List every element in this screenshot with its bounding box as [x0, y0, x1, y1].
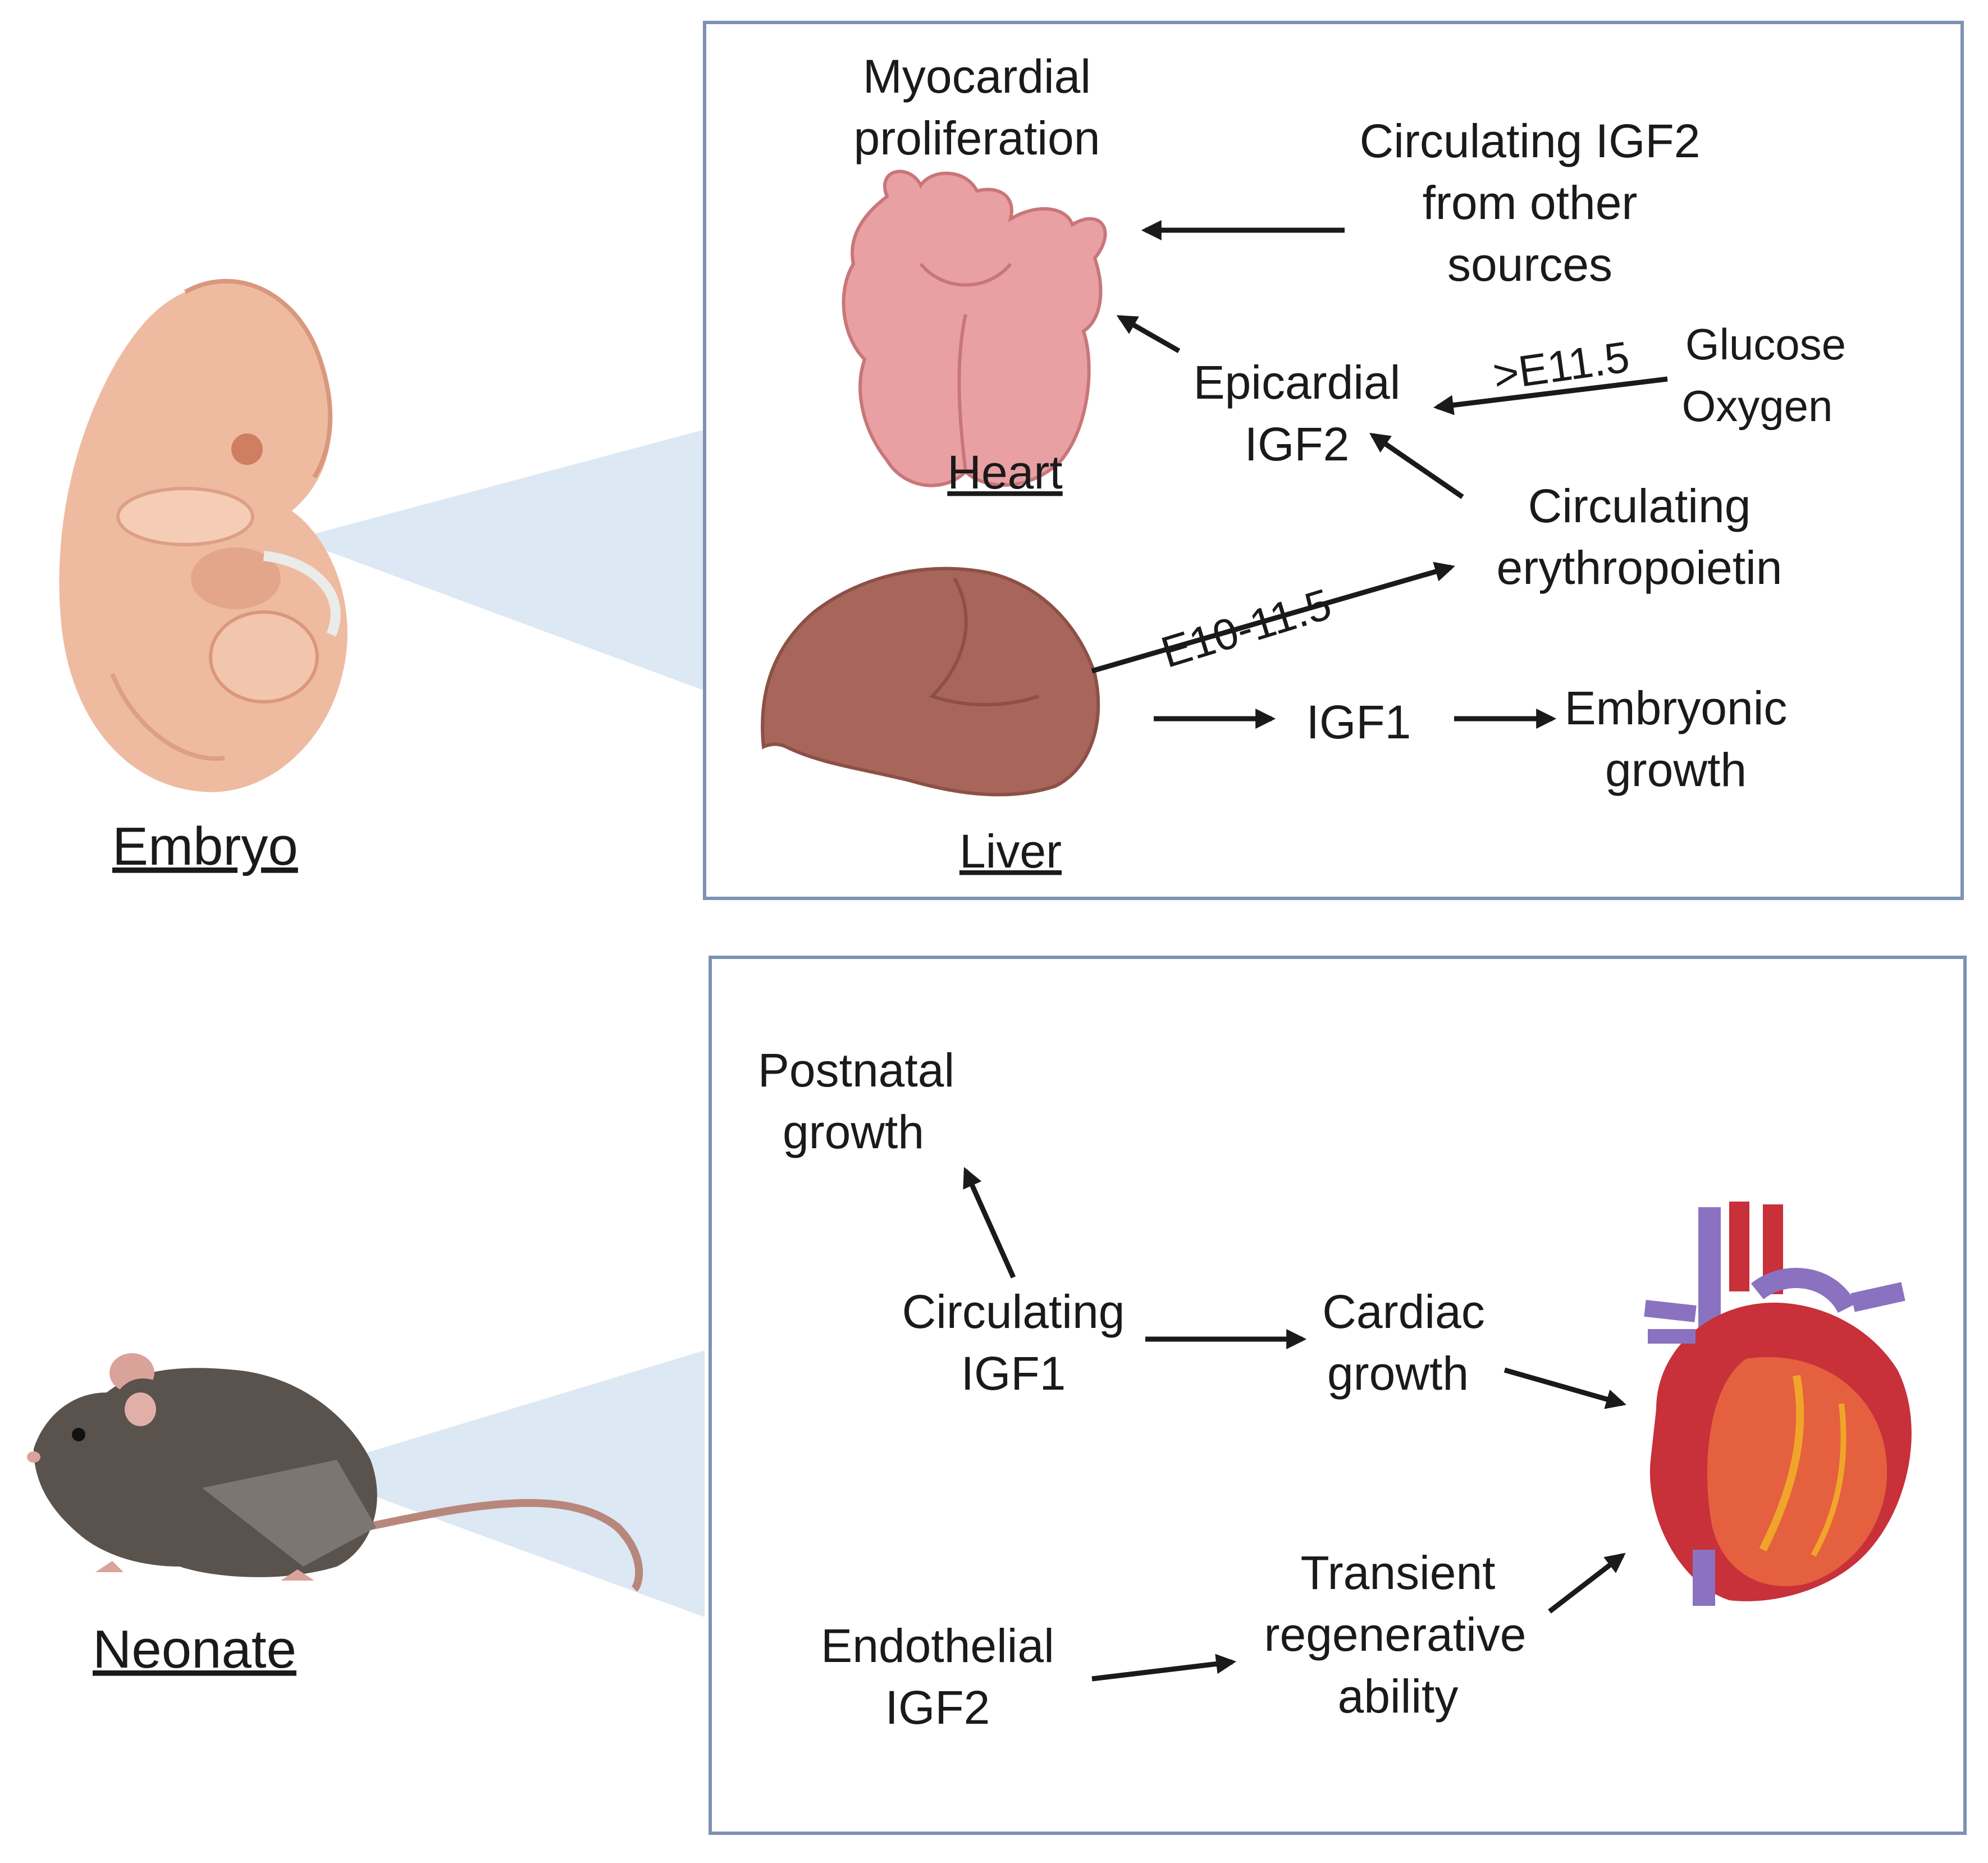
svg-text:Circulating: Circulating [902, 1285, 1125, 1338]
svg-text:from other: from other [1423, 176, 1638, 229]
arrow-regenerative-to-heart [1548, 1552, 1626, 1614]
arrow-cardiac-to-heart [1503, 1367, 1626, 1409]
arrow-liver-to-epo [1091, 561, 1455, 674]
endothelial-igf2-label: Endothelial IGF2 [821, 1619, 1054, 1734]
svg-text:Epicardial: Epicardial [1194, 356, 1401, 409]
svg-text:growth: growth [783, 1106, 924, 1158]
svg-text:IGF2: IGF2 [1245, 418, 1350, 471]
svg-text:Postnatal: Postnatal [758, 1044, 954, 1097]
neonate-zoom-beam [306, 1350, 705, 1617]
svg-text:Transient: Transient [1300, 1546, 1495, 1599]
adult-heart-illustration [1644, 1202, 1912, 1606]
glucose-oxygen-label: Glucose Oxygen [1682, 319, 1846, 431]
arrow-endothelial-to-regenerative [1091, 1654, 1237, 1682]
neonate-label: Neonate [93, 1619, 296, 1679]
circulating-igf1-label: Circulating IGF1 [902, 1285, 1125, 1400]
svg-text:IGF2: IGF2 [885, 1681, 990, 1734]
cardiac-growth-label: Cardiac growth [1322, 1285, 1484, 1400]
svg-text:regenerative: regenerative [1264, 1608, 1527, 1661]
liver-illustration [761, 567, 1100, 797]
circulating-igf2-label: Circulating IGF2 from other sources [1360, 115, 1701, 291]
svg-text:Myocardial: Myocardial [863, 50, 1091, 103]
arrow-epo-to-epicardial [1369, 432, 1464, 499]
igf1-label: IGF1 [1306, 696, 1411, 748]
heart-label: Heart [947, 446, 1062, 499]
arrow-epicardial-to-heart [1116, 315, 1181, 353]
svg-text:Oxygen: Oxygen [1682, 381, 1833, 431]
embryonic-heart-illustration [842, 170, 1107, 487]
svg-text:Endothelial: Endothelial [821, 1619, 1054, 1672]
svg-text:Embryonic: Embryonic [1565, 682, 1788, 734]
svg-text:Circulating: Circulating [1528, 480, 1751, 532]
embryo-zoom-beam [295, 430, 705, 691]
epicardial-igf2-label: Epicardial IGF2 [1194, 356, 1401, 471]
svg-text:proliferation: proliferation [854, 112, 1100, 165]
embryonic-growth-label: Embryonic growth [1565, 682, 1788, 796]
arrow-igf1-to-postnatal [963, 1167, 1016, 1278]
regenerative-ability-label: Transient regenerative ability [1264, 1546, 1527, 1723]
svg-text:growth: growth [1605, 743, 1747, 796]
svg-text:sources: sources [1447, 238, 1612, 291]
embryo-label: Embryo [112, 816, 298, 876]
svg-text:growth: growth [1327, 1347, 1469, 1400]
myocardial-proliferation-label: Myocardial proliferation [854, 50, 1100, 165]
liver-label: Liver [959, 825, 1062, 878]
embryo-illustration [59, 278, 348, 792]
arrow-glucose-to-epicardial [1433, 376, 1668, 415]
svg-text:IGF1: IGF1 [961, 1347, 1066, 1400]
svg-text:Cardiac: Cardiac [1322, 1285, 1484, 1338]
svg-text:Glucose: Glucose [1685, 319, 1846, 369]
postnatal-growth-label: Postnatal growth [758, 1044, 954, 1158]
circulating-epo-label: Circulating erythropoietin [1497, 480, 1783, 594]
svg-text:ability: ability [1338, 1670, 1459, 1723]
svg-text:Circulating IGF2: Circulating IGF2 [1360, 115, 1701, 167]
svg-text:erythropoietin: erythropoietin [1497, 541, 1783, 594]
mouse-illustration [27, 1353, 643, 1592]
